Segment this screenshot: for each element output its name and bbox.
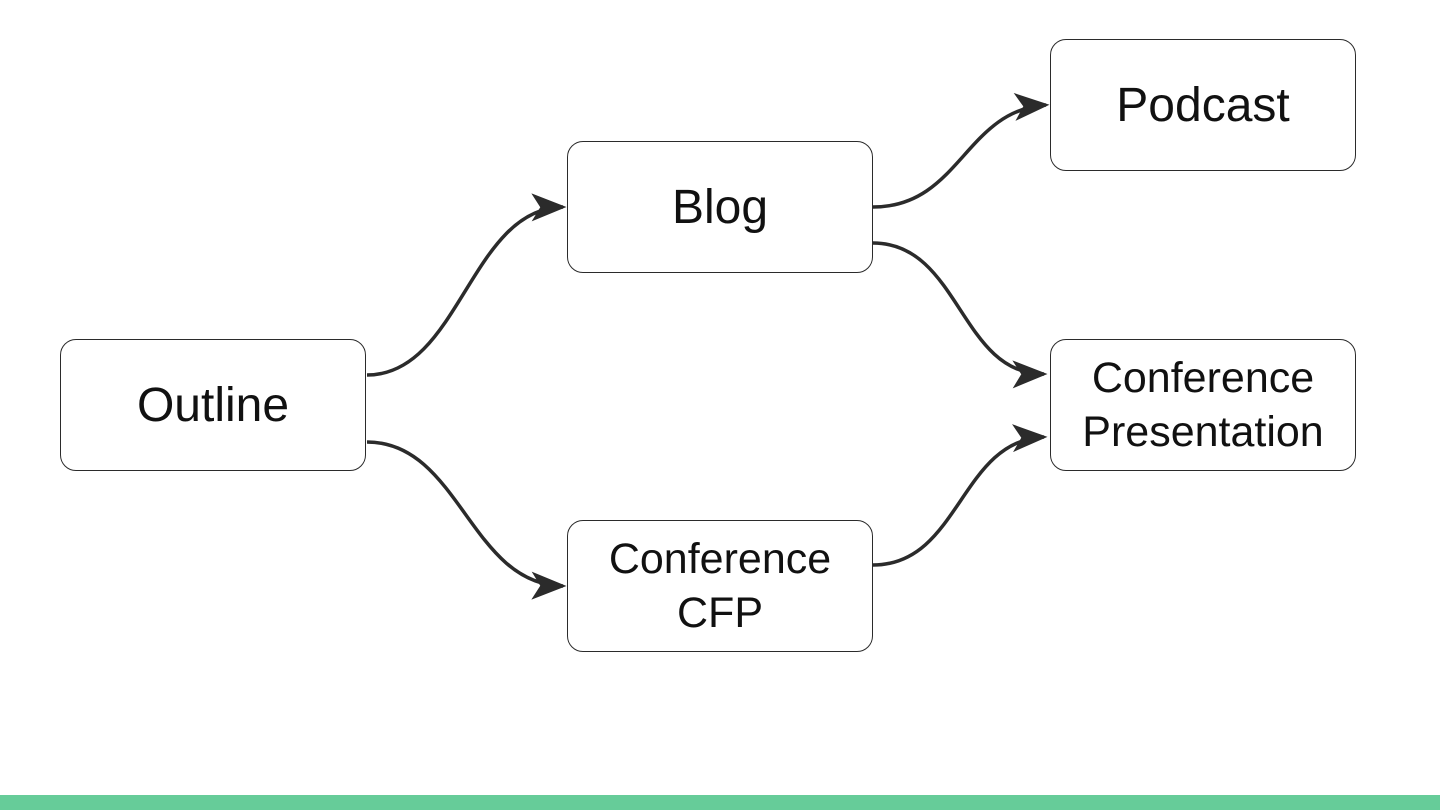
node-conference-presentation-label-line-1: Conference: [1091, 354, 1315, 402]
node-conference-presentation-label-line-2: Presentation: [1082, 408, 1324, 456]
node-blog-label: Blog: [671, 180, 769, 234]
edge-outline-to-conference-cfp: [366, 440, 567, 600]
node-conference-presentation: Conference Presentation: [1050, 339, 1356, 471]
node-podcast: Podcast: [1050, 39, 1356, 171]
node-outline-label: Outline: [136, 378, 290, 432]
footer-accent-bar: [0, 795, 1440, 810]
edge-blog-to-podcast: [872, 93, 1050, 209]
node-conference-cfp: Conference CFP: [567, 520, 873, 652]
node-outline: Outline: [60, 339, 366, 471]
node-podcast-label: Podcast: [1116, 78, 1290, 132]
edge-outline-to-blog: [366, 193, 567, 377]
node-blog: Blog: [567, 141, 873, 273]
edge-blog-to-conference-presentation: [872, 241, 1048, 389]
edge-cfp-to-conference-presentation: [872, 424, 1048, 567]
node-conference-cfp-label-line-1: Conference: [608, 535, 832, 583]
node-conference-cfp-label-line-2: CFP: [677, 589, 763, 637]
